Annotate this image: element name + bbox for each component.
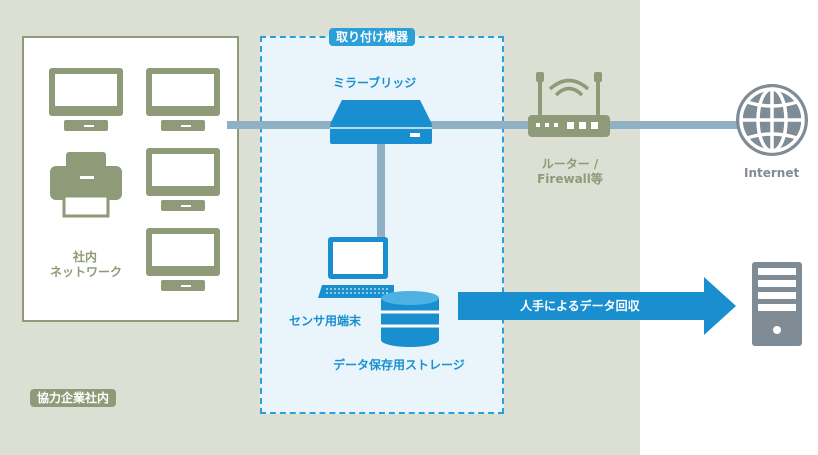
server-icon (752, 262, 802, 346)
storage-icon (381, 291, 439, 347)
mirror-bridge-icon (330, 100, 432, 144)
printer-icon (50, 152, 122, 218)
router-label-line2: Firewall等 (537, 172, 603, 186)
installed-equipment-tag: 取り付け機器 (329, 28, 416, 46)
mirror-bridge-label: ミラーブリッジ (333, 76, 417, 90)
globe-icon (736, 84, 808, 156)
monitor-icon (49, 68, 123, 131)
internal-network-label-line2: ネットワーク (50, 265, 123, 279)
data-storage-label: データ保存用ストレージ (333, 358, 465, 372)
sensor-terminal-label: センサ用端末 (289, 314, 362, 328)
router-label-line1: ルーター / (541, 157, 599, 171)
manual-collection-label: 人手によるデータ回収 (520, 299, 640, 313)
internet-label: Internet (744, 166, 800, 180)
router-label: ルーター / Firewall等 (528, 157, 612, 187)
manual-collection-arrow (458, 277, 736, 335)
internal-network-label-line1: 社内 (72, 250, 97, 264)
monitor-icon (146, 148, 220, 211)
laptop-icon (318, 237, 394, 298)
monitor-icon (146, 228, 220, 291)
router-icon (528, 72, 610, 137)
internal-network-label: 社内 ネットワーク (50, 250, 123, 280)
monitor-icon (146, 68, 220, 131)
partner-company-tag: 協力企業社内 (30, 389, 117, 407)
